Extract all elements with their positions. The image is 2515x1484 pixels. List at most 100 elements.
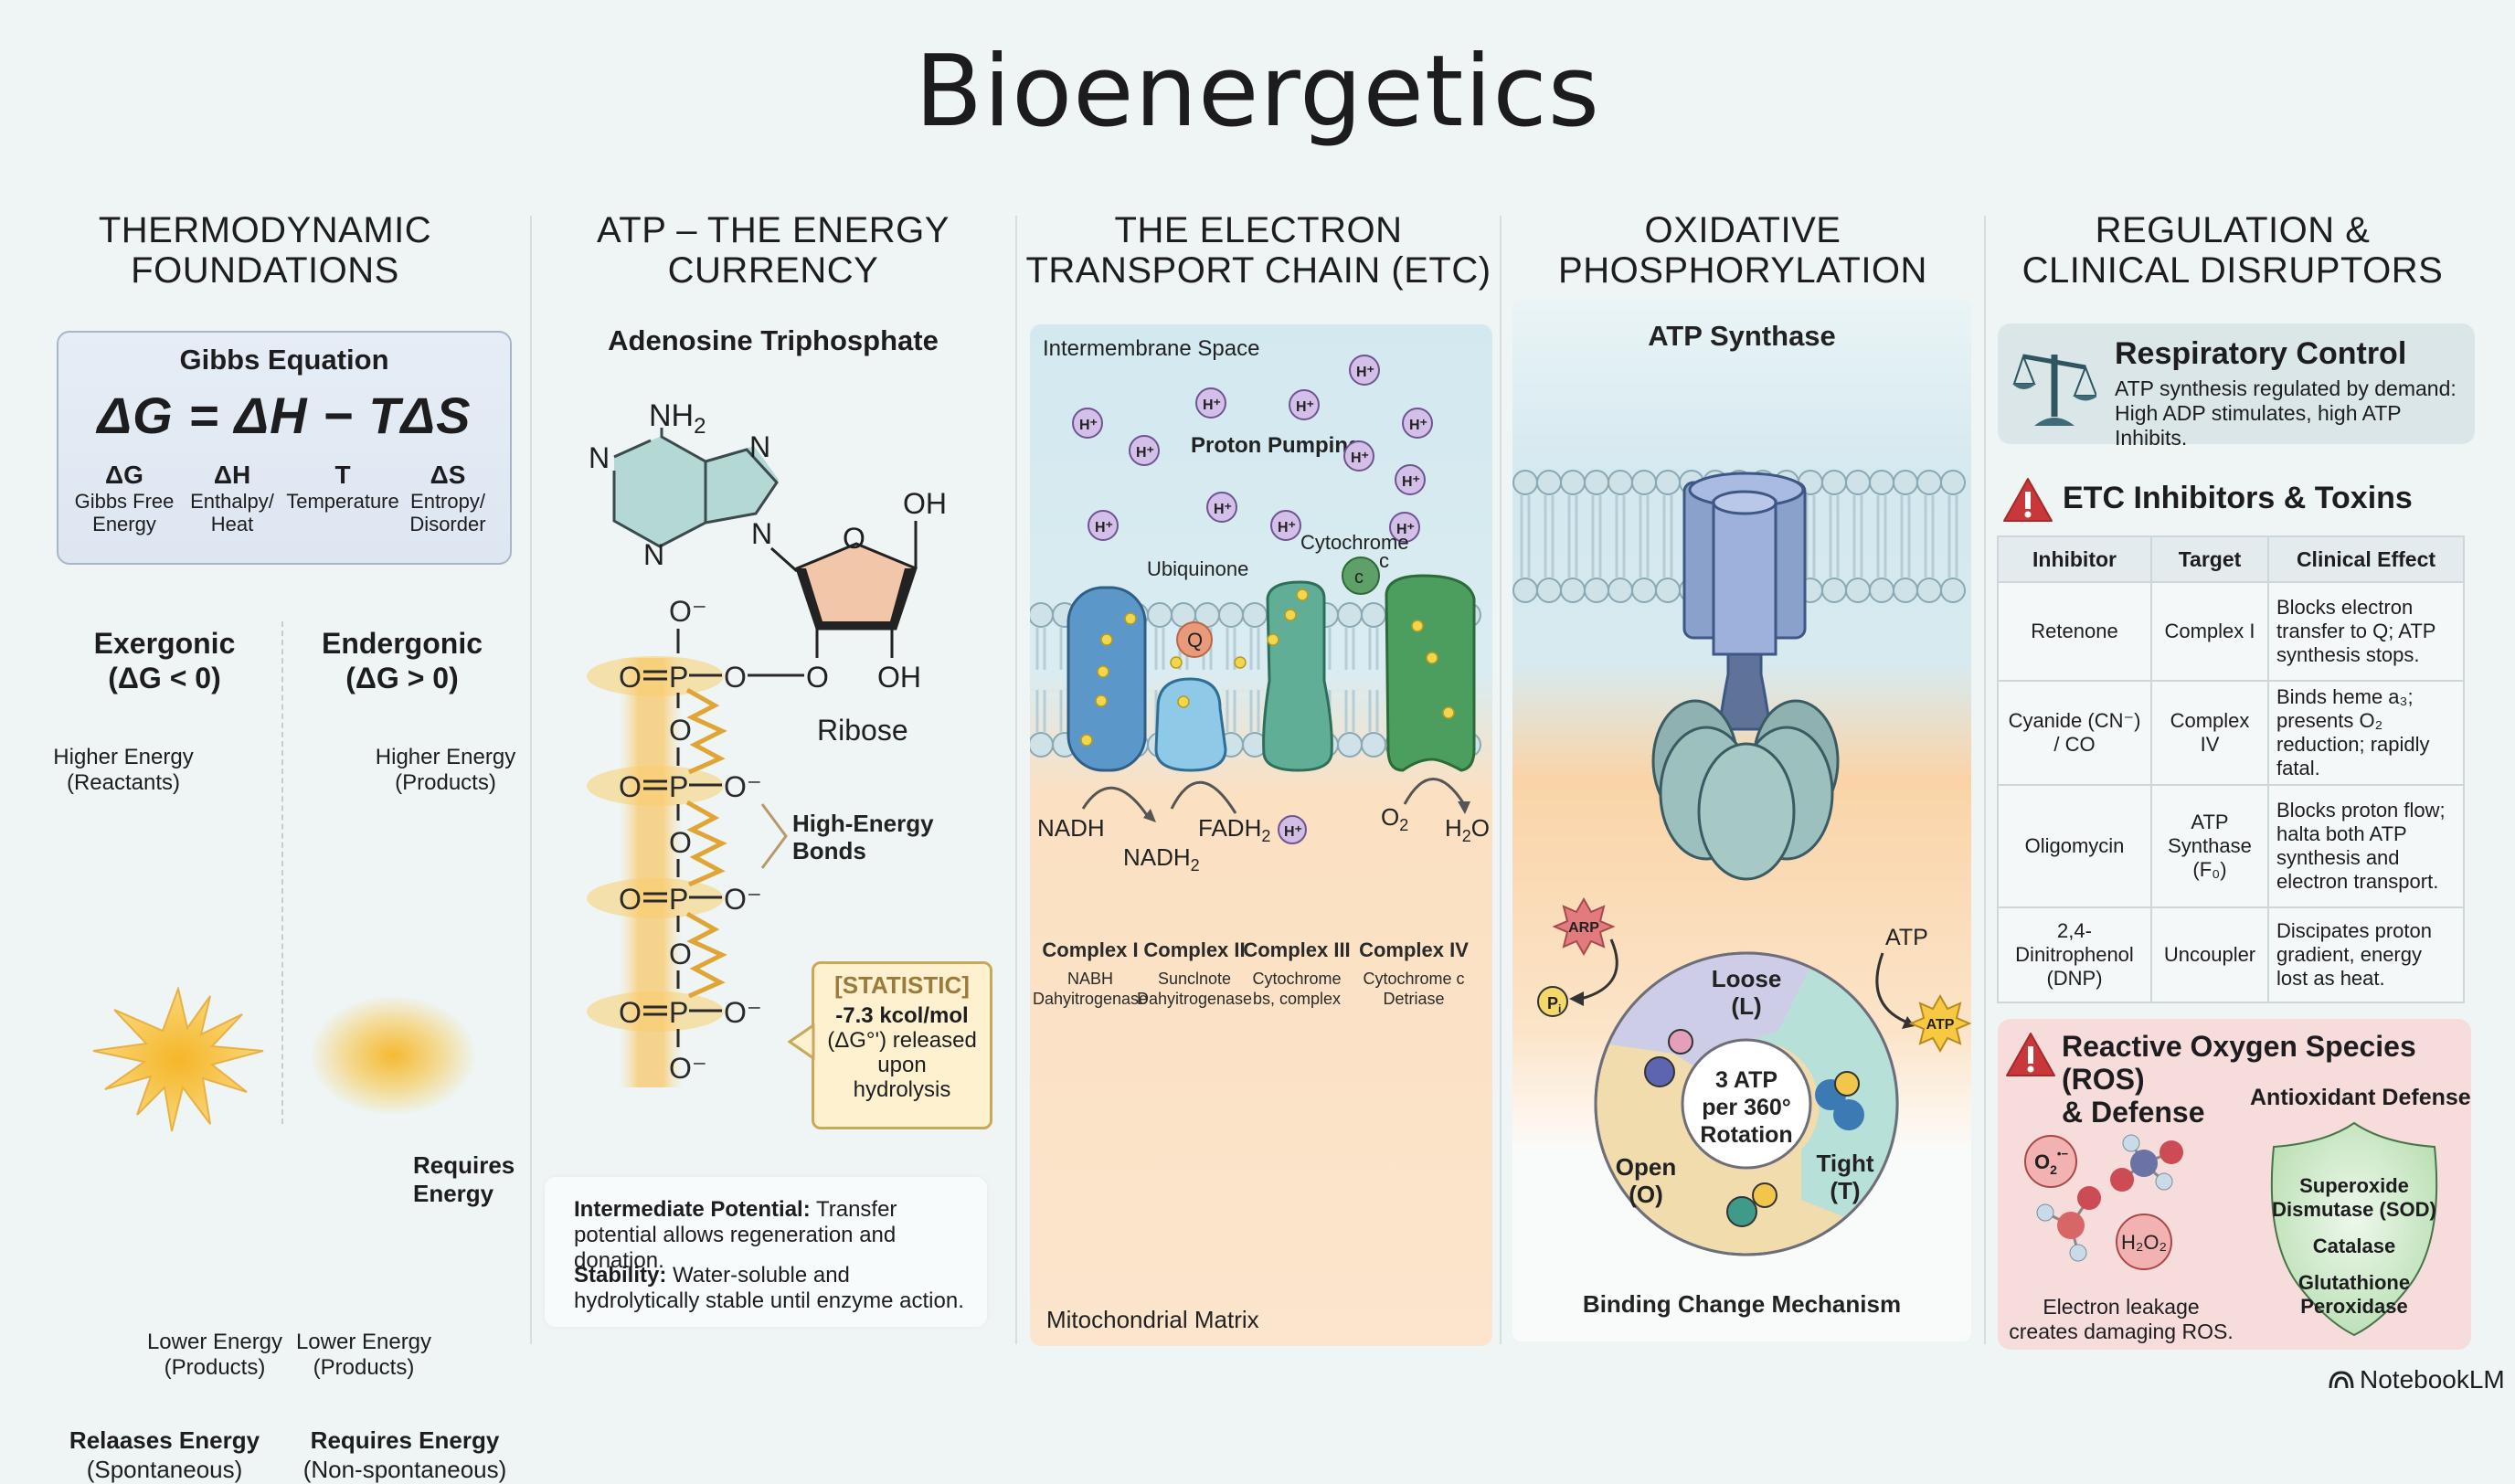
symbol-delta-s: ΔS Entropy/ Disorder bbox=[409, 461, 486, 535]
svg-text:(O): (O) bbox=[1629, 1181, 1663, 1208]
rotation-center-text: 3 ATP bbox=[1715, 1067, 1777, 1093]
state-loose: Loose bbox=[1712, 965, 1782, 992]
svg-text:O: O bbox=[806, 661, 829, 694]
atp-molecule-diagram: NH2 N N N N O OH O OH Ribose bbox=[587, 398, 947, 1087]
proton bbox=[1402, 408, 1433, 439]
molecule-title: Adenosine Triphosphate bbox=[608, 324, 939, 356]
inhibitors-table: Inhibitor Target Clinical Effect Retenon… bbox=[1997, 535, 2465, 1003]
complex-iii-shape bbox=[1262, 580, 1333, 772]
thermodynamics-column: THERMODYNAMIC FOUNDATIONS Gibbs Equation… bbox=[0, 210, 530, 1483]
column-divider bbox=[530, 216, 532, 1344]
svg-text:H⁺: H⁺ bbox=[1356, 365, 1374, 380]
ros-molecules: O2•− H₂O₂ bbox=[2024, 1134, 2183, 1270]
table-row: 2,4-Dinitrophenol (DNP) Uncoupler Discip… bbox=[1997, 906, 2465, 1003]
notebooklm-logo-icon bbox=[2329, 1371, 2354, 1389]
warning-icon bbox=[2006, 1033, 2055, 1076]
proton-pumping-label: Proton Pumping bbox=[1191, 433, 1362, 458]
svg-text:H⁺: H⁺ bbox=[1214, 502, 1232, 517]
respiratory-control-card: Respiratory Control ATP synthesis regula… bbox=[1998, 323, 2475, 450]
amine-label: NH2 bbox=[649, 398, 706, 439]
gibbs-equation: ΔG = ΔH − TΔS bbox=[97, 387, 472, 444]
proton bbox=[1395, 464, 1426, 495]
antioxidant-title: Antioxidant Defense bbox=[2250, 1085, 2471, 1110]
svg-text:O: O bbox=[724, 661, 747, 694]
svg-text:Bonds: Bonds bbox=[792, 837, 866, 864]
requires-energy-label: Requires Energy bbox=[413, 1151, 515, 1207]
complex-desc: Dahyitrogenase bbox=[1033, 990, 1148, 1008]
inhibitors-title: ETC Inhibitors & Toxins bbox=[2063, 481, 2413, 515]
bond-bracket bbox=[760, 803, 788, 869]
note-intermediate-potential: Intermediate Potential: Transfer potenti… bbox=[574, 1197, 897, 1273]
complex-desc: bs, complex bbox=[1253, 990, 1341, 1008]
exergonic-title: Exergonic (ΔG < 0) bbox=[93, 627, 236, 694]
hydrogen-peroxide-icon bbox=[2116, 1214, 2172, 1270]
svg-text:O⁻: O⁻ bbox=[669, 595, 707, 628]
nadh-label: NADH bbox=[1037, 814, 1105, 842]
state-tight: Tight bbox=[1816, 1150, 1873, 1177]
ubiquinone-q bbox=[1176, 621, 1213, 658]
energy-burst-icon bbox=[92, 987, 264, 1132]
nadh-arrow bbox=[1081, 786, 1151, 819]
high-energy-bond bbox=[685, 800, 727, 887]
svg-text:(T): (T) bbox=[1830, 1177, 1860, 1204]
table-row: Cyanide (CN⁻) / CO Complex IV Binds heme… bbox=[1997, 680, 2465, 786]
warning-icon bbox=[2003, 478, 2053, 522]
column-divider bbox=[1984, 216, 1986, 1344]
svg-text:O: O bbox=[619, 996, 642, 1029]
oxphos-panel: ATP Synthase bbox=[1512, 300, 1971, 1341]
svg-text:c: c bbox=[1354, 567, 1364, 588]
hydroxyl-molecule-icon bbox=[2036, 1186, 2101, 1262]
ribose-label: Ribose bbox=[817, 714, 908, 747]
atp-notes: Intermediate Potential: Transfer potenti… bbox=[545, 1177, 987, 1327]
symbol-delta-g: ΔG Gibbs Free Energy bbox=[74, 461, 175, 535]
proton bbox=[1072, 408, 1103, 439]
svg-text:O: O bbox=[669, 714, 692, 747]
exergonic-low-energy: Lower Energy (Products) bbox=[146, 1330, 283, 1380]
adenine-ring: NH2 N N N N bbox=[589, 398, 779, 571]
svg-text:H₂O₂: H₂O₂ bbox=[2121, 1231, 2167, 1254]
svg-text:H⁺: H⁺ bbox=[1296, 399, 1314, 415]
complex-name: Complex II bbox=[1143, 938, 1245, 961]
proton bbox=[1195, 387, 1226, 419]
phosphate-label: Pi bbox=[1547, 994, 1561, 1015]
svg-text:N: N bbox=[643, 538, 664, 571]
atp-in-label: ATP bbox=[1885, 925, 1928, 950]
proton bbox=[1270, 510, 1301, 541]
column-divider bbox=[1015, 216, 1017, 1344]
table-header-row: Inhibitor Target Clinical Effect bbox=[1997, 535, 2465, 583]
svg-text:N: N bbox=[749, 430, 770, 463]
state-open: Open bbox=[1616, 1153, 1676, 1181]
exergonic-endergonic-divider bbox=[281, 621, 283, 1124]
complex-desc: Detriase bbox=[1383, 990, 1444, 1008]
endergonic-low-energy: Lower Energy (Products) bbox=[295, 1330, 432, 1380]
oxygen-arrow bbox=[1403, 778, 1466, 805]
svg-text:O: O bbox=[619, 883, 642, 916]
oxygen-label: O2 bbox=[1381, 803, 1408, 834]
superoxide-icon bbox=[2024, 1135, 2077, 1188]
etc-diagram: Intermembrane Space Proton Pumping H⁺H⁺H… bbox=[1030, 336, 1490, 1333]
complex-name: Complex III bbox=[1243, 938, 1350, 961]
enzyme-catalase: Catalase bbox=[2312, 1235, 2396, 1257]
svg-text:O: O bbox=[843, 522, 865, 555]
exergonic-high-energy: Higher Energy (Reactants) bbox=[53, 745, 194, 795]
proton bbox=[1278, 815, 1307, 844]
svg-text:OH: OH bbox=[877, 661, 921, 694]
svg-text:H⁺: H⁺ bbox=[1203, 398, 1221, 413]
page-title: Bioenergetics bbox=[914, 35, 1600, 149]
svg-text:O: O bbox=[619, 770, 642, 803]
complex-name: Complex I bbox=[1042, 938, 1138, 961]
complex-desc: Sunclnote bbox=[1158, 970, 1231, 988]
endergonic-result: Requires Energy (Non-spontaneous) bbox=[302, 1426, 507, 1483]
phosphate-chain: O⁻ O P O O O P O⁻ O O P bbox=[587, 595, 804, 1087]
ribose-ring: O OH O OH Ribose bbox=[770, 487, 947, 747]
proton bbox=[1289, 389, 1320, 420]
proton bbox=[1129, 435, 1160, 466]
complex-desc: Cytochrome bbox=[1252, 970, 1341, 988]
proton bbox=[1206, 492, 1237, 523]
svg-text:P: P bbox=[669, 996, 688, 1029]
gibbs-equation-box: Gibbs Equation ΔG = ΔH − TΔS ΔG Gibbs Fr… bbox=[57, 331, 512, 565]
svg-text:O: O bbox=[669, 938, 692, 970]
note-stability: Stability: Water-soluble and hydrolytica… bbox=[574, 1263, 964, 1313]
